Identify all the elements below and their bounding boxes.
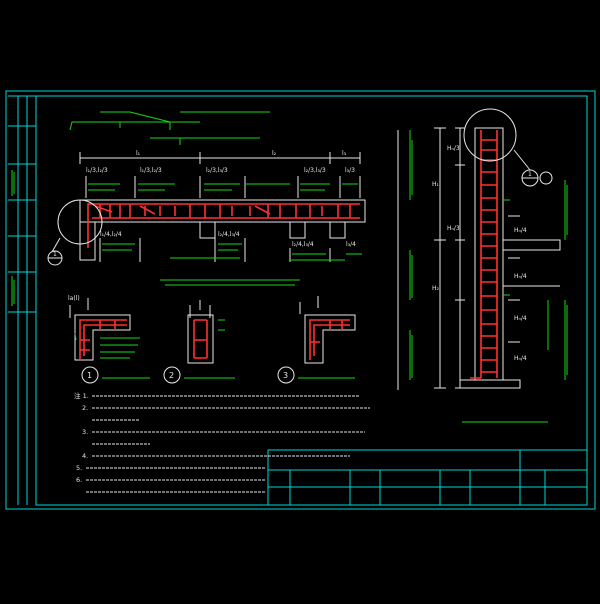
- beam-label-a2: l₂/3,l₃/3: [206, 167, 228, 174]
- section3-num: 3: [283, 371, 288, 380]
- col-Hn4: Hₙ/4: [514, 273, 527, 280]
- callout-num-right: 1: [528, 171, 532, 178]
- note-6-prefix: 6.: [76, 476, 82, 484]
- notes-block: 注 1. 2. 3. 4. 5. 6.: [74, 391, 370, 493]
- note-1-prefix: 注 1.: [74, 391, 89, 400]
- note-5-prefix: 5.: [76, 464, 82, 472]
- note-3-prefix: 3.: [82, 428, 88, 436]
- col-Hn6: Hₙ/4: [514, 355, 527, 362]
- beam-label-a2b: l₂/3,l₃/3: [304, 167, 326, 174]
- drawing-frame: [5, 90, 596, 510]
- col-Hn2: Hₙ/3: [447, 225, 460, 232]
- beam-label-a1b: l₁/3,l₂/3: [140, 167, 162, 174]
- section1-num: 1: [87, 371, 92, 380]
- section-1: la(l) 1: [68, 295, 150, 384]
- beam-label-a1: l₁/3,l₂/3: [86, 167, 108, 174]
- note-4-prefix: 4.: [82, 452, 88, 460]
- callout-num-left: 1: [53, 251, 57, 258]
- note-2-prefix: 2.: [82, 404, 88, 412]
- column-elevation: H₁ H₂ Hₙ/3 Hₙ/3 Hₙ/4 Hₙ/4 Hₙ/4 Hₙ/4 1: [397, 108, 568, 390]
- col-Hn1: Hₙ/3: [447, 145, 460, 152]
- section-2: 2: [163, 300, 235, 384]
- beam-label-b2b: l₂/4,l₃/4: [292, 241, 314, 248]
- dim-l3: l₃: [342, 150, 347, 157]
- col-H1: H₁: [432, 181, 440, 188]
- beam-label-b3: l₃/4: [346, 241, 356, 248]
- title-block: [267, 449, 588, 506]
- section2-num: 2: [169, 371, 174, 380]
- dim-l2: l₂: [272, 150, 277, 157]
- col-Hn5: Hₙ/4: [514, 315, 527, 322]
- beam-label-b1: l₁/4,l₂/4: [100, 231, 122, 238]
- beam-label-b2: l₂/4,l₃/4: [218, 231, 240, 238]
- section-3: 3: [277, 296, 356, 384]
- section1-la: la(l): [68, 295, 80, 302]
- beam-label-a3: l₃/3: [345, 167, 355, 174]
- col-H2: H₂: [432, 285, 440, 292]
- col-Hn3: Hₙ/4: [514, 227, 527, 234]
- beam-elevation: l₁ l₂ l₃ l₁/3,l₂/3 l₁/3,l₂/3 l₂/3,l₃/3 l…: [47, 111, 366, 286]
- dim-l1: l₁: [136, 150, 141, 157]
